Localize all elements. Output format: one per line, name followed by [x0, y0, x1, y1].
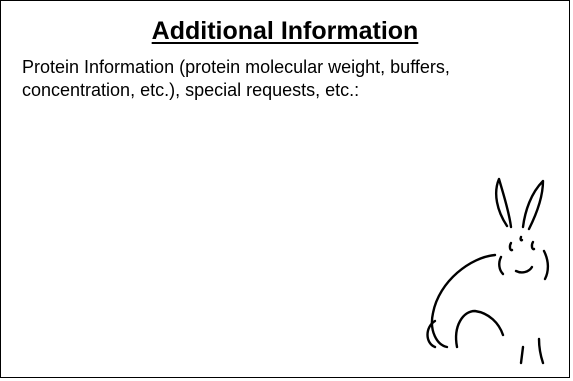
- section-title: Additional Information: [151, 17, 419, 45]
- rabbit-right-eye: [530, 240, 536, 251]
- rabbit-front-leg-right: [537, 337, 545, 365]
- rabbit-tail: [426, 319, 437, 349]
- rabbit-right-ear: [521, 179, 545, 231]
- rabbit-left-eye: [508, 241, 514, 252]
- rabbit-mouth: [514, 265, 534, 274]
- rabbit-neck: [542, 249, 550, 281]
- protein-information-prompt: Protein Information (protein molecular w…: [22, 57, 450, 100]
- rabbit-cheek: [498, 255, 505, 276]
- rabbit-haunch: [454, 309, 505, 349]
- rabbit-left-ear: [495, 177, 513, 229]
- rabbit-icon: [426, 177, 550, 365]
- rabbit-nose: [519, 235, 524, 242]
- rabbit-front-leg-left: [519, 345, 525, 365]
- rabbit-back: [430, 253, 497, 349]
